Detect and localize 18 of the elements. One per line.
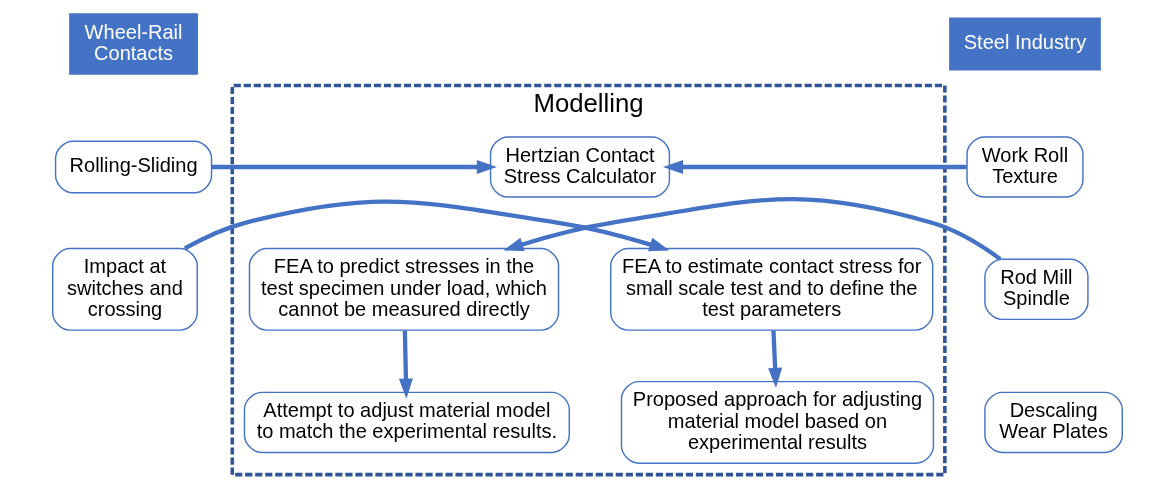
arrow bbox=[211, 159, 497, 175]
node-box: Work Roll Texture bbox=[965, 136, 1084, 198]
node-box: Descaling Wear Plates bbox=[983, 391, 1123, 454]
node-box: Rod Mill Spindle bbox=[983, 258, 1089, 321]
node-box: Attempt to adjust material model to match the experimental results. bbox=[243, 391, 570, 454]
arrow bbox=[767, 330, 782, 388]
arrow bbox=[662, 159, 967, 175]
node-box: Steel Industry bbox=[948, 17, 1101, 71]
node-box: Impact at switches and crossing bbox=[51, 247, 198, 331]
node-box: FEA to predict stresses in the test specimen under load, which cannot be measured directly bbox=[248, 247, 559, 331]
node-box: Hertzian Contact Stress Calculator bbox=[489, 136, 670, 198]
node-box: Proposed approach for adjusting material model based on experimental results bbox=[620, 380, 934, 464]
arrow bbox=[183, 199, 669, 252]
node-box: FEA to estimate contact stress for small scale test and to define the test parameters bbox=[609, 247, 933, 331]
node-box: Rolling-Sliding bbox=[54, 140, 212, 194]
arrow bbox=[398, 330, 413, 399]
node-box: Wheel-Rail Contacts bbox=[68, 13, 198, 75]
arrow bbox=[502, 197, 1002, 261]
